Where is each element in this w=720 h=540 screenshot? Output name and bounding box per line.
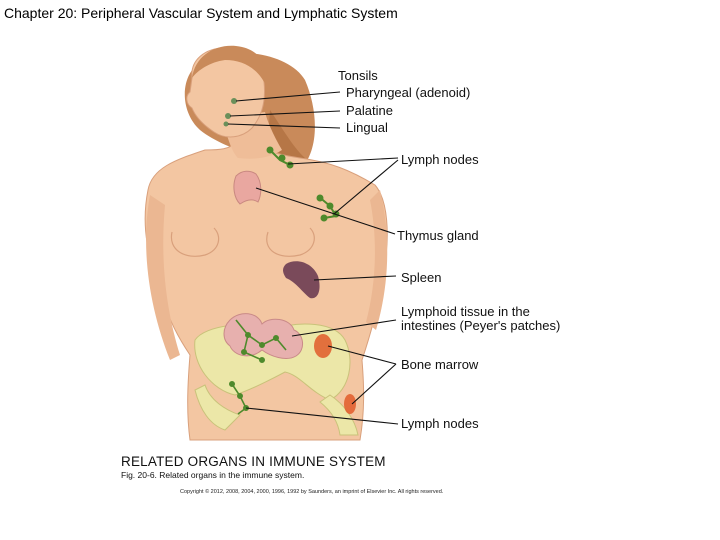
caption-title: RELATED ORGANS IN IMMUNE SYSTEM (121, 454, 386, 469)
label-lymph-nodes-upper: Lymph nodes (401, 152, 479, 167)
label-pharyngeal: Pharyngeal (adenoid) (346, 85, 470, 100)
caption-subtitle: Fig. 20-6. Related organs in the immune … (121, 470, 304, 480)
bone-marrow-hip (314, 334, 332, 358)
label-lymph-nodes-lower: Lymph nodes (401, 416, 479, 431)
label-palatine: Palatine (346, 103, 393, 118)
label-bone-marrow: Bone marrow (401, 357, 479, 372)
leader-lines (227, 91, 399, 425)
slide-title: Chapter 20: Peripheral Vascular System a… (4, 5, 398, 21)
label-spleen: Spleen (401, 270, 441, 285)
spleen (283, 261, 320, 299)
label-thymus-gland: Thymus gland (397, 228, 479, 243)
lymph-nodes-groin (229, 380, 250, 415)
bone-marrow-femur (344, 394, 356, 414)
lymph-nodes-abdomen (235, 319, 287, 363)
caption-copyright: Copyright © 2012, 2008, 2004, 2000, 1996… (180, 488, 444, 495)
lingual-tonsil (223, 121, 229, 127)
palatine-tonsil (225, 113, 231, 119)
label-tonsils: Tonsils (338, 68, 378, 83)
body-illustration (144, 45, 388, 441)
label-lymphoid-tissue-line1: Lymphoid tissue in the (401, 304, 530, 319)
label-lingual: Lingual (346, 120, 388, 135)
pharyngeal-tonsil (231, 98, 237, 104)
label-lymphoid-tissue-line2: intestines (Peyer's patches) (401, 318, 560, 333)
thymus-gland (233, 170, 262, 205)
